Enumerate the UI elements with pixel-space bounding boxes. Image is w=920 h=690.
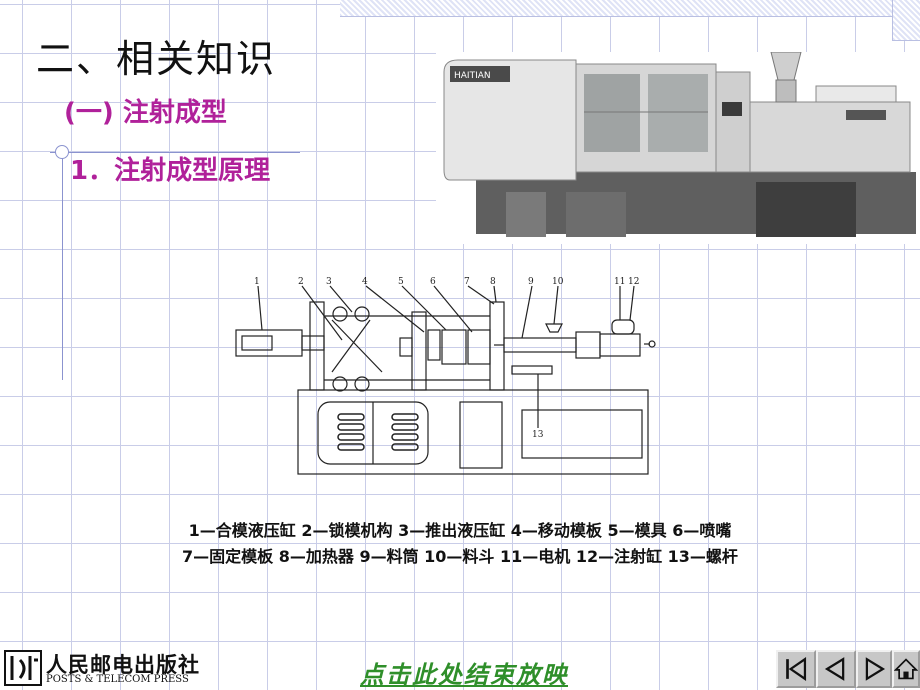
callout-label: 9 — [528, 277, 534, 287]
publisher-name-cn: 人民邮电出版社 — [46, 652, 200, 677]
legend-line: 7—固定模板 8—加热器 9—料筒 10—料斗 11—电机 12—注射缸 13—… — [182, 547, 738, 566]
injection-machine-photo: HAITIAN — [436, 52, 920, 244]
callout-label: 3 — [326, 277, 332, 287]
brand-label: HAITIAN — [454, 71, 491, 81]
callout-label: 12 — [628, 277, 639, 287]
callout-label: 1 — [254, 277, 260, 287]
next-slide-icon — [865, 657, 886, 681]
previous-slide-button[interactable] — [816, 650, 856, 688]
next-slide-button[interactable] — [856, 650, 892, 688]
previous-slide-icon — [824, 657, 845, 681]
legend-line: 1—合模液压缸 2—锁模机构 3—推出液压缸 4—移动模板 5—模具 6—喷嘴 — [188, 521, 732, 540]
callout-label: 11 — [614, 277, 625, 287]
accent-vertical-line — [62, 150, 63, 380]
callout-label: 4 — [362, 277, 368, 287]
publisher-emblem-icon — [4, 650, 42, 686]
section-heading: (一) 注射成型 — [64, 98, 227, 128]
callout-label: 7 — [464, 277, 470, 287]
end-show-link[interactable]: 点击此处结束放映 — [360, 661, 568, 689]
diagram-legend: 1—合模液压缸 2—锁模机构 3—推出液压缸 4—移动模板 5—模具 6—喷嘴 … — [0, 518, 920, 570]
first-slide-icon — [786, 657, 807, 681]
home-icon — [893, 658, 919, 680]
corner-decoration — [892, 0, 920, 41]
callout-label: 6 — [430, 277, 436, 287]
first-slide-button[interactable] — [776, 650, 816, 688]
machine-schematic-diagram: 1 2 3 4 5 6 7 8 9 10 11 12 13 — [235, 277, 656, 475]
callout-label: 13 — [532, 430, 544, 440]
callout-label: 10 — [552, 277, 564, 287]
subsection-heading: 1．注射成型原理 — [70, 156, 271, 186]
top-decorative-band — [340, 0, 920, 17]
home-button[interactable] — [892, 650, 920, 688]
slide-title: 二、相关知识 — [36, 37, 277, 81]
callout-label: 2 — [298, 277, 304, 287]
callout-label: 5 — [398, 277, 404, 287]
publisher-logo: 人民邮电出版社 POSTS & TELECOM PRESS — [4, 648, 200, 688]
callout-label: 8 — [490, 277, 496, 287]
accent-circle — [55, 145, 69, 159]
accent-horizontal-line — [50, 152, 300, 153]
publisher-name-en: POSTS & TELECOM PRESS — [46, 674, 189, 685]
